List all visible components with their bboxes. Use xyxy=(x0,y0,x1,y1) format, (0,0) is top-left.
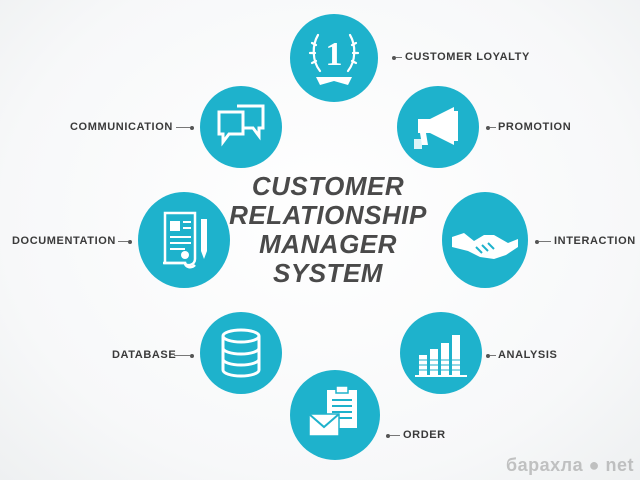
document-pen-icon xyxy=(163,211,207,269)
title-line-1: CUSTOMER xyxy=(251,171,405,201)
order-node xyxy=(290,370,380,460)
documentation-node xyxy=(138,192,230,288)
database-label: DATABASE xyxy=(112,349,177,361)
title-line-4: SYSTEM xyxy=(273,258,383,288)
title-line-2: RELATIONSHIP xyxy=(229,200,427,230)
interaction-node xyxy=(442,192,528,288)
communication-label: COMMUNICATION xyxy=(70,121,173,133)
interaction-label: INTERACTION xyxy=(554,235,636,247)
documentation-label: DOCUMENTATION xyxy=(12,235,116,247)
speech-bubbles-icon xyxy=(217,104,265,147)
order-label: ORDER xyxy=(403,429,446,441)
bar-chart-icon xyxy=(415,335,467,377)
communication-node xyxy=(200,86,282,168)
loyalty-number: 1 xyxy=(326,36,343,73)
watermark: барахла ● net xyxy=(506,455,634,475)
title-line-3: MANAGER xyxy=(259,229,397,259)
database-node xyxy=(200,312,282,394)
analysis-node xyxy=(400,312,482,394)
promotion-node xyxy=(397,86,479,168)
megaphone-icon xyxy=(414,107,458,149)
promotion-label: PROMOTION xyxy=(498,121,572,133)
analysis-label: ANALYSIS xyxy=(498,349,558,361)
database-icon xyxy=(221,328,261,378)
trophy-number-one-icon: 1 xyxy=(308,33,360,85)
diagram-title: CUSTOMER RELATIONSHIP MANAGER SYSTEM xyxy=(228,172,428,288)
customer-loyalty-node: 1 xyxy=(290,14,378,102)
customer-loyalty-label: CUSTOMER LOYALTY xyxy=(405,51,530,63)
envelope-clipboard-icon xyxy=(308,385,357,437)
handshake-icon xyxy=(452,233,518,259)
